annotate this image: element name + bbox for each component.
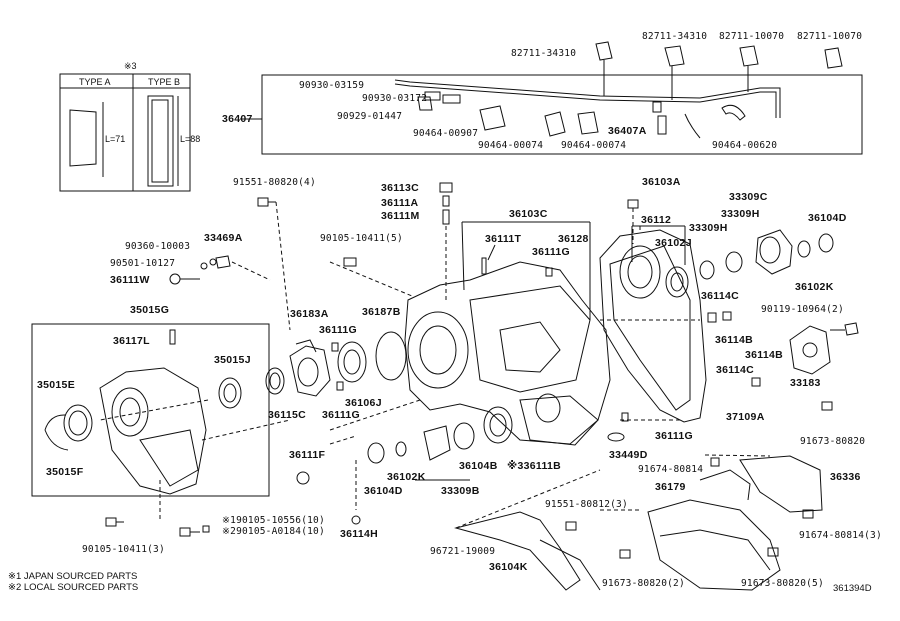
part-label[interactable]: 90119-10964(2) (761, 304, 844, 315)
part-label[interactable]: 90105-10411(5) (320, 233, 403, 244)
footnote-local: ※2 LOCAL SOURCED PARTS (8, 582, 139, 593)
part-label[interactable]: 91673-80820(2) (602, 578, 685, 589)
part-label[interactable]: 33183 (790, 377, 821, 389)
part-label[interactable]: 36111G (322, 409, 361, 421)
part-label[interactable]: 91673-80820(5) (741, 578, 824, 589)
part-label[interactable]: 91673-80820 (800, 436, 866, 447)
part-label[interactable]: 36114B (715, 334, 754, 346)
part-label[interactable]: 82711-10070 (797, 31, 863, 42)
seals-rings (44, 233, 834, 464)
part-label[interactable]: 82711-10070 (719, 31, 785, 42)
part-label[interactable]: 36102J (655, 237, 692, 249)
part-label[interactable]: 36112 (641, 214, 672, 226)
part-label[interactable]: 36111T (485, 233, 522, 245)
part-label[interactable]: 36114H (340, 528, 379, 540)
legend-type-b: TYPE B (148, 77, 181, 87)
skid-plate (647, 455, 823, 591)
part-label[interactable]: 90930-03159 (299, 80, 365, 91)
part-label[interactable]: 36111G (655, 430, 694, 442)
part-label[interactable]: 36111G (319, 324, 358, 336)
rear-case-plate (599, 229, 707, 423)
part-label[interactable]: 36336 (830, 471, 861, 483)
front-extension-housing (31, 323, 270, 497)
part-label[interactable]: 37109A (726, 411, 765, 423)
part-label[interactable]: ※336111B (507, 460, 562, 472)
leader-lines (99, 319, 771, 520)
part-label[interactable]: 90501-10127 (110, 258, 176, 269)
footnote-japan: ※1 JAPAN SOURCED PARTS (8, 571, 138, 582)
part-label[interactable]: 90464-00074 (478, 140, 544, 151)
part-label[interactable]: 36102K (387, 471, 426, 483)
part-label[interactable]: 82711-34310 (642, 31, 708, 42)
part-label[interactable]: 36183A (290, 308, 329, 320)
part-label[interactable]: 90464-00907 (413, 128, 479, 139)
part-leaders (240, 118, 686, 481)
part-label[interactable]: 36103C (509, 208, 548, 220)
part-label[interactable]: 82711-34310 (511, 48, 577, 59)
figure-code: 361394D (833, 583, 872, 594)
part-label[interactable]: 90930-03172 (362, 93, 428, 104)
part-label[interactable]: ※190105-10556(10) (222, 515, 325, 526)
part-label[interactable]: 91674-80814(3) (799, 530, 882, 541)
part-label[interactable]: 36104B (459, 460, 498, 472)
part-label[interactable]: 36104K (489, 561, 528, 573)
part-label[interactable]: 36103A (642, 176, 681, 188)
sensor-cover (289, 339, 331, 397)
part-label[interactable]: 36115C (268, 409, 307, 421)
part-label[interactable]: 35015G (130, 304, 170, 316)
legend-mark: ※3 (124, 61, 137, 71)
part-label[interactable]: 91674-80814 (638, 464, 704, 475)
part-label[interactable]: ※290105-A0184(10) (222, 526, 325, 537)
part-label[interactable]: 36104D (364, 485, 403, 497)
part-label[interactable]: 33469A (204, 232, 243, 244)
part-label[interactable]: 36111G (532, 246, 571, 258)
part-label[interactable]: 33449D (609, 449, 648, 461)
part-label[interactable]: 35015J (214, 354, 251, 366)
transfer-case-housing (404, 261, 611, 446)
part-label[interactable]: 36407A (608, 125, 647, 137)
output-flange (423, 229, 831, 461)
part-label[interactable]: 35015E (37, 379, 76, 391)
part-label[interactable]: 90464-00074 (561, 140, 627, 151)
part-label[interactable]: 36114B (745, 349, 784, 361)
part-label[interactable]: 36114C (716, 364, 755, 376)
part-label[interactable]: 36111W (110, 274, 150, 286)
part-label[interactable]: 33309B (441, 485, 480, 497)
part-label[interactable]: 96721-19009 (430, 546, 496, 557)
part-label[interactable]: 36104D (808, 212, 847, 224)
part-label[interactable]: 35015F (46, 466, 84, 478)
part-label[interactable]: 36128 (558, 233, 589, 245)
part-label[interactable]: 36187B (362, 306, 401, 318)
part-label[interactable]: 36117L (113, 335, 150, 347)
part-label[interactable]: 90360-10003 (125, 241, 191, 252)
part-label[interactable]: 36113C (381, 182, 420, 194)
part-label[interactable]: 90464-00620 (712, 140, 778, 151)
part-label[interactable]: 90105-10411(3) (82, 544, 165, 555)
part-label[interactable]: 91551-80820(4) (233, 177, 316, 188)
part-label[interactable]: 33309H (689, 222, 728, 234)
type-legend-box (59, 73, 191, 192)
legend-len-a: L=71 (105, 134, 126, 144)
legend-type-a: TYPE A (79, 77, 111, 87)
part-label[interactable]: 33309C (729, 191, 768, 203)
part-label[interactable]: 36179 (655, 481, 686, 493)
part-label[interactable]: 36111A (381, 197, 419, 209)
part-label[interactable]: 36111M (381, 210, 420, 222)
part-label[interactable]: 36106J (345, 397, 382, 409)
part-label[interactable]: 91551-80812(3) (545, 499, 628, 510)
legend-len-b: L=88 (180, 134, 201, 144)
part-label[interactable]: 36407 (222, 113, 253, 125)
part-label[interactable]: 36114C (701, 290, 740, 302)
part-label[interactable]: 90929-01447 (337, 111, 403, 122)
part-label[interactable]: 33309H (721, 208, 760, 220)
lower-guard (454, 469, 601, 591)
part-label[interactable]: 36102K (795, 281, 834, 293)
breather-pipe-box (261, 41, 863, 155)
part-label[interactable]: 36111F (289, 449, 326, 461)
